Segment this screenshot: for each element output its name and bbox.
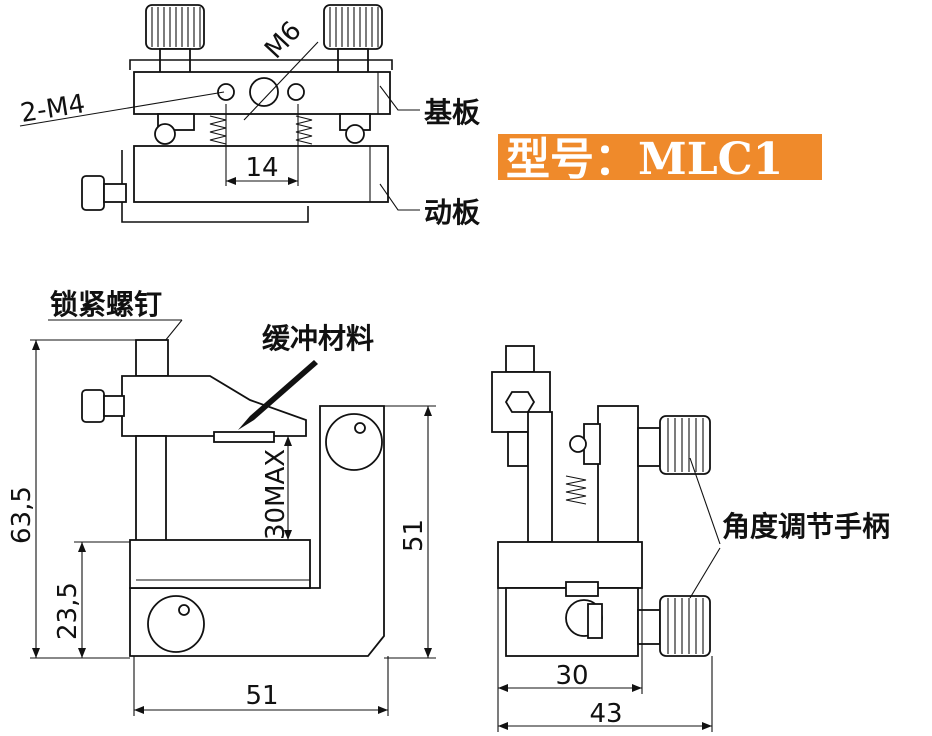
side-base-plate [497,541,643,589]
dim-30: 30 [555,661,588,691]
dim-63-5: 63,5 [7,486,37,544]
upper-adjust-knob [659,415,711,475]
lower-adjust-knob [659,595,711,657]
dim-51-horizontal: 51 [245,681,278,711]
label-lock-screw: 锁紧螺钉 [50,288,162,321]
side-view: 角度调节手柄 30 43 [491,345,890,732]
lock-screw-body [135,339,169,377]
front-view: 锁紧螺钉 缓冲材料 30MAX 63,5 [7,288,436,716]
top-view: 14 M6 2-M4 基板 动板 [18,4,480,229]
dim-51-vertical: 51 [399,519,429,552]
dim-m6: M6 [259,16,308,65]
model-text: 型号：MLC1 [506,134,783,185]
label-base-plate: 基板 [424,96,480,129]
buffer-pad [213,431,275,443]
dim-14: 14 [245,153,278,183]
top-moving-plate [133,145,389,203]
label-moving-plate: 动板 [424,196,480,229]
dim-43: 43 [589,699,622,729]
dim-23-5: 23,5 [53,582,83,640]
model-badge: 型号：MLC1 [498,134,822,185]
label-angle-handle: 角度调节手柄 [722,510,890,543]
dim-30max: 30MAX [261,449,291,540]
top-right-knob [323,4,383,74]
front-upper-block [121,375,307,437]
dim-2-m4: 2-M4 [18,89,87,129]
top-left-knob [145,4,205,74]
label-buffer-material: 缓冲材料 [262,322,374,355]
